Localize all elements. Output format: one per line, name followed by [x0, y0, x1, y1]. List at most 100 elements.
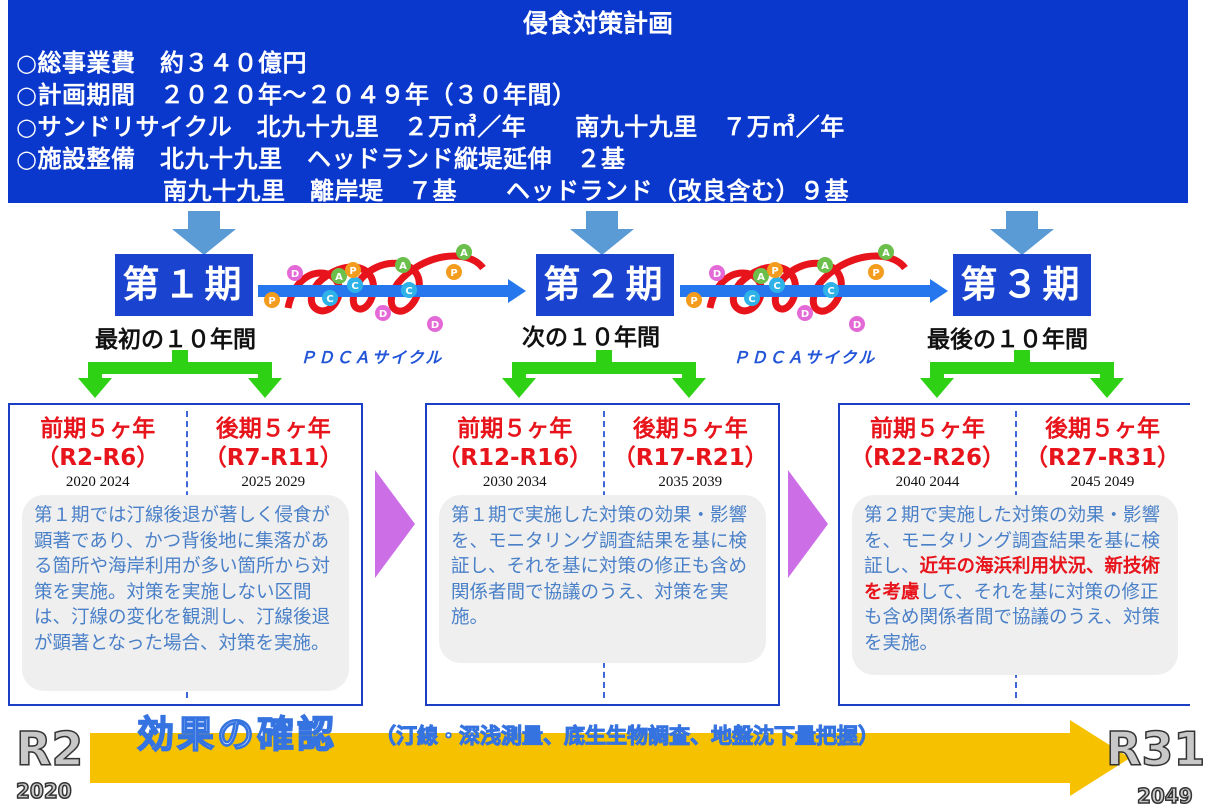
plan-period-line: ○計画期間 ２０２０年～２０４９年（３０年間） — [16, 81, 577, 109]
phase-2-second-half: 後期５ヶ年 （R17-R21） 2035 2039 — [603, 415, 779, 491]
svg-text:A: A — [821, 261, 829, 272]
svg-text:C: C — [773, 281, 780, 292]
pdca-cycle-diagram: P D A C C P D A C D P A — [680, 244, 948, 332]
highlight-text: 近年の海浜利用状況、新技術を考慮 — [864, 556, 1161, 603]
down-arrow-icon — [990, 211, 1054, 255]
svg-text:P: P — [349, 266, 356, 277]
first-half-label: 前期５ヶ年 — [457, 416, 573, 442]
green-split-arrow-icon — [502, 350, 706, 398]
svg-text:P: P — [690, 296, 697, 307]
first-half-years: 2030 2034 — [482, 474, 547, 490]
phase-1-description: 第１期では汀線後退が著しく侵食が顕著であり、かつ背後地に集落がある箇所や海岸利用… — [22, 495, 349, 691]
first-half-range: （R12-R16） — [437, 445, 593, 471]
pdca-d-icon — [797, 305, 813, 321]
pdca-a-icon — [753, 268, 769, 284]
phase-3-subtitle: 最後の１０年間 — [927, 327, 1088, 353]
phase-1-panel: 前期５ヶ年 （R2-R6） 2020 2024 後期５ヶ年 （R7-R11） 2… — [8, 403, 363, 706]
svg-text:A: A — [882, 248, 890, 259]
pdca-a-icon — [456, 244, 472, 260]
phase-3-second-half: 後期５ヶ年 （R27-R31） 2045 2049 — [1015, 415, 1190, 491]
phase-1-first-half: 前期５ヶ年 （R2-R6） 2020 2024 — [10, 415, 186, 491]
first-half-years: 2020 2024 — [65, 474, 130, 490]
start-year: 2020 — [15, 778, 72, 804]
pdca-cycle-diagram: P D A C C P D A C D P A — [258, 244, 526, 332]
total-cost-line: ○総事業費 約３４０億円 — [16, 49, 307, 77]
pdca-c-icon — [401, 282, 417, 298]
phase-1-second-half: 後期５ヶ年 （R7-R11） 2025 2029 — [186, 415, 362, 491]
phase-3-first-half: 前期５ヶ年 （R22-R26） 2040 2044 — [840, 415, 1015, 491]
phase-1-subtitle: 最初の１０年間 — [95, 327, 256, 353]
svg-text:D: D — [801, 309, 809, 320]
first-half-range: （R22-R26） — [850, 445, 1005, 471]
pdca-a-icon — [878, 244, 894, 260]
svg-text:C: C — [827, 286, 834, 297]
facility-line-north: ○施設整備 北九十九里 ヘッドランド縦堤延伸 ２基 — [16, 145, 626, 173]
svg-text:C: C — [748, 294, 755, 305]
facility-line-south: 南九十九里 離岸堤 ７基 ヘッドランド（改良含む）９基 — [16, 177, 849, 205]
pdca-c-icon — [744, 290, 760, 306]
pdca-p-icon — [345, 262, 361, 278]
second-half-range: （R27-R31） — [1025, 445, 1180, 471]
phase-3-panel: 前期５ヶ年 （R22-R26） 2040 2044 後期５ヶ年 （R27-R31… — [838, 403, 1190, 706]
svg-text:D: D — [431, 320, 439, 331]
second-half-label: 後期５ヶ年 — [215, 416, 331, 442]
phase-3-description: 第２期で実施した対策の効果・影響を、モニタリング調査結果を基に検証し、近年の海浜… — [852, 495, 1178, 675]
pdca-d-icon — [709, 265, 725, 281]
effect-title: 効果の確認 — [136, 712, 337, 757]
pdca-d-icon — [375, 305, 391, 321]
pdca-d-icon — [287, 265, 303, 281]
violet-right-arrow-icon — [375, 470, 415, 578]
plan-title: 侵食対策計画 — [522, 9, 673, 38]
down-arrow-icon — [570, 211, 634, 255]
pdca-c-icon — [823, 282, 839, 298]
second-half-years: 2045 2049 — [1070, 474, 1135, 490]
pdca-p-icon — [686, 292, 702, 308]
svg-text:A: A — [460, 248, 468, 259]
pdca-p-icon — [446, 264, 462, 280]
phase-2-subtitle: 次の１０年間 — [522, 325, 660, 351]
pdca-c-icon — [322, 290, 338, 306]
pdca-label-2: ＰＤＣＡサイクル — [733, 348, 877, 367]
effect-detail: （汀線・深浅測量、底生生物調査、地盤沈下量把握） — [375, 724, 880, 749]
sand-recycle-line: ○サンドリサイクル 北九十九里 ２万㎥／年 南九十九里 ７万㎥／年 — [16, 113, 845, 141]
second-half-years: 2025 2029 — [241, 474, 306, 490]
start-era: R2 — [15, 721, 84, 777]
green-split-arrow-icon — [78, 350, 282, 398]
violet-right-arrow-icon — [788, 470, 828, 578]
svg-text:C: C — [326, 294, 333, 305]
pdca-c-icon — [347, 277, 363, 293]
pdca-d-icon — [849, 316, 865, 332]
second-half-label: 後期５ヶ年 — [1045, 416, 1160, 442]
pdca-p-icon — [264, 292, 280, 308]
svg-text:C: C — [351, 281, 358, 292]
svg-text:P: P — [268, 296, 275, 307]
phase-2-description: 第１期で実施した対策の効果・影響を、モニタリング調査結果を基に検証し、それを基に… — [439, 495, 766, 663]
phase-2-first-half: 前期５ヶ年 （R12-R16） 2030 2034 — [427, 415, 603, 491]
svg-text:D: D — [713, 269, 721, 280]
end-year: 2049 — [1136, 783, 1193, 809]
plan-header: 侵食対策計画 ○総事業費 約３４０億円 ○計画期間 ２０２０年～２０４９年（３０… — [8, 0, 1188, 205]
down-arrow-icon — [172, 211, 236, 255]
second-half-range: （R7-R11） — [203, 445, 343, 471]
svg-text:P: P — [450, 268, 457, 279]
first-half-years: 2040 2044 — [895, 474, 960, 490]
svg-text:A: A — [399, 261, 407, 272]
pdca-label-1: ＰＤＣＡサイクル — [300, 348, 444, 367]
first-half-range: （R2-R6） — [36, 445, 160, 471]
svg-text:D: D — [853, 320, 861, 331]
green-split-arrow-icon — [920, 350, 1124, 398]
second-half-label: 後期５ヶ年 — [632, 416, 748, 442]
phase-2-title: 第２期 — [536, 254, 674, 316]
first-half-label: 前期５ヶ年 — [40, 416, 156, 442]
svg-text:A: A — [335, 272, 343, 283]
phase-2-panel: 前期５ヶ年 （R12-R16） 2030 2034 後期５ヶ年 （R17-R21… — [425, 403, 780, 706]
svg-text:D: D — [379, 309, 387, 320]
svg-text:D: D — [291, 269, 299, 280]
pdca-c-icon — [769, 277, 785, 293]
first-half-label: 前期５ヶ年 — [870, 416, 985, 442]
svg-text:P: P — [872, 268, 879, 279]
second-half-range: （R17-R21） — [612, 445, 768, 471]
pdca-p-icon — [868, 264, 884, 280]
svg-text:P: P — [771, 266, 778, 277]
second-half-years: 2035 2039 — [658, 474, 723, 490]
